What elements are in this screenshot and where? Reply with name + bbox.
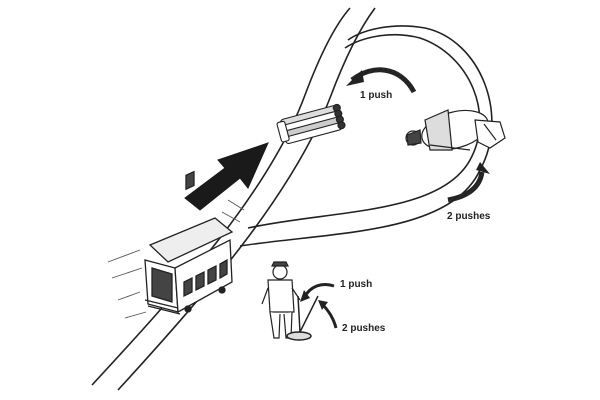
- operator-head: [272, 264, 288, 280]
- main-track-rail-left: [91, 7, 351, 386]
- workers-on-main-track: [276, 103, 346, 145]
- main-track: [91, 7, 376, 391]
- label-lever-pushes: 2 pushes: [342, 323, 386, 334]
- label-lever-push: 1 push: [340, 279, 373, 290]
- large-person-on-loop: [405, 109, 506, 151]
- trolley-roof: [148, 217, 234, 263]
- label-top-push: 1 push: [360, 90, 393, 101]
- lever: [286, 295, 319, 341]
- lever-push-arrow-1: [300, 283, 335, 302]
- label-right-pushes: 2 pushes: [447, 211, 491, 222]
- lever-operator: [261, 261, 301, 339]
- push-arrow-top: [346, 67, 417, 94]
- trolley: [144, 170, 234, 315]
- direction-arrow: [184, 142, 269, 211]
- main-track-rail-right: [117, 7, 376, 391]
- motion-lines: [107, 199, 245, 319]
- lever-push-arrow-2: [318, 300, 338, 329]
- push-arrow-right: [447, 162, 490, 203]
